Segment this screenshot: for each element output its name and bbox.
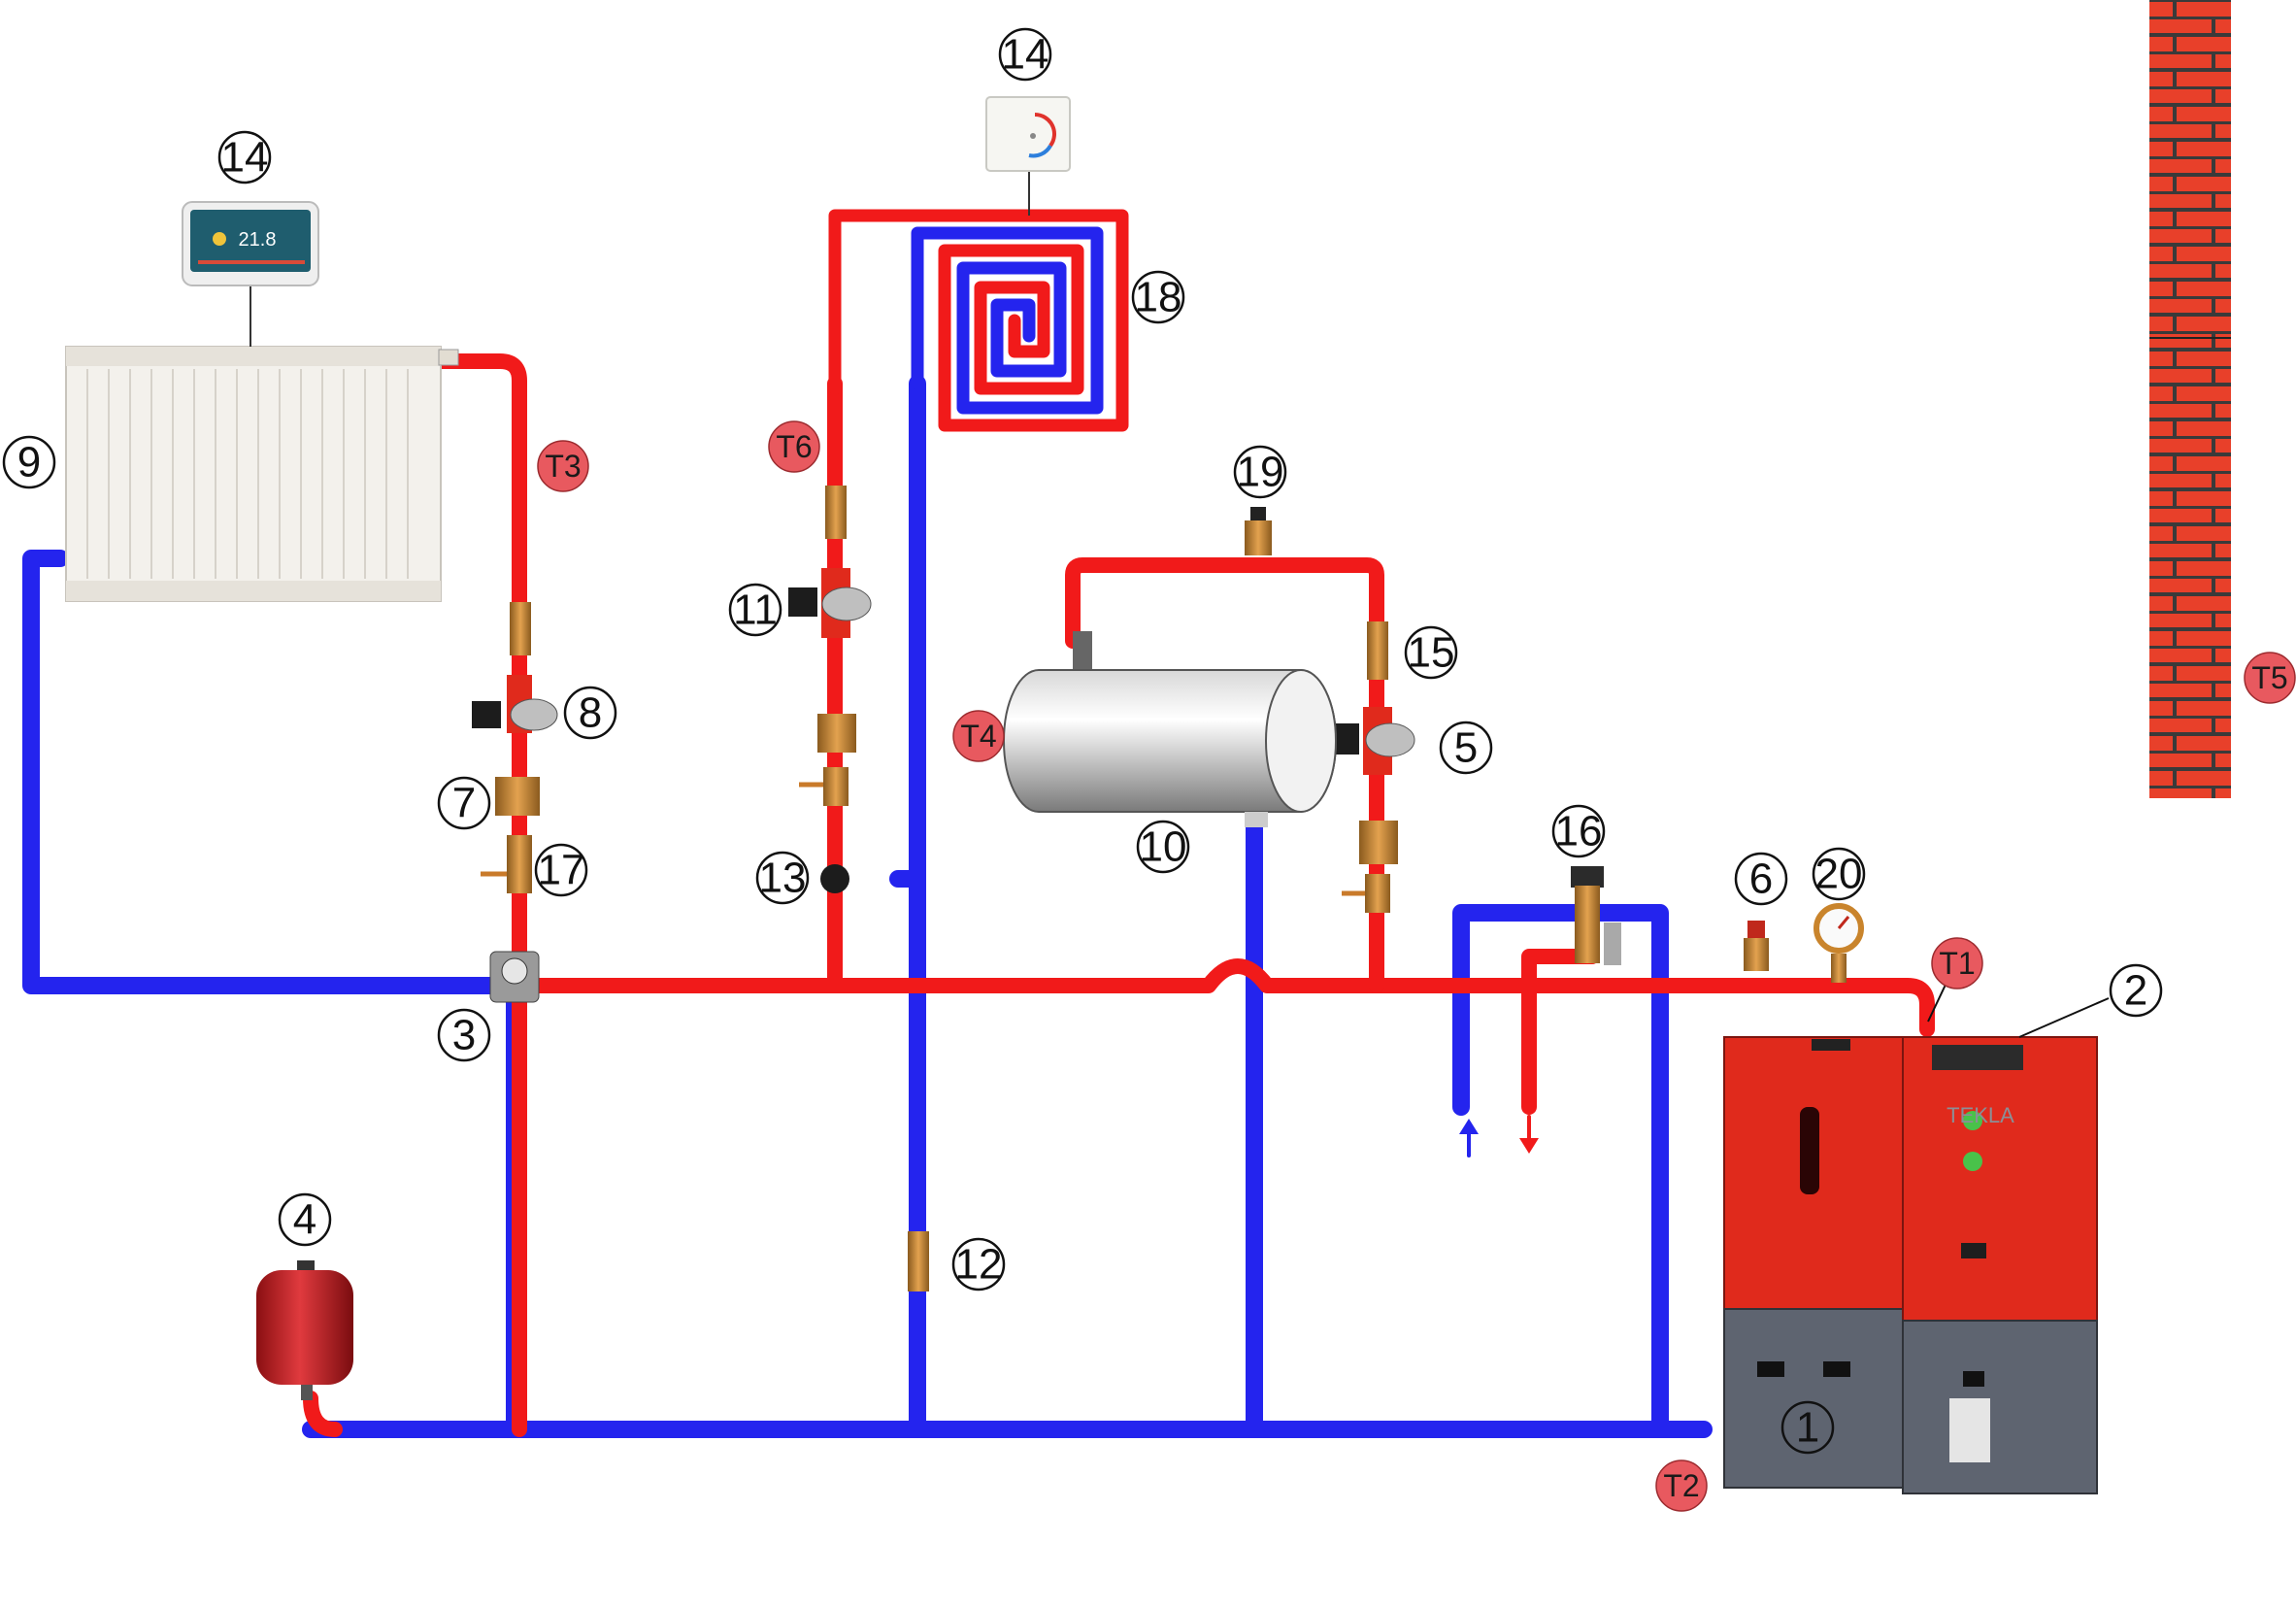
thermostat-reading: 21.8 [239, 229, 277, 251]
svg-text:15: 15 [1408, 629, 1455, 677]
brick-wall-icon [2149, 0, 2231, 798]
svg-text:9: 9 [17, 439, 41, 486]
label-4: 4 [278, 1192, 332, 1247]
label-13: 13 [755, 851, 810, 905]
buffer-tank-icon [1003, 631, 1337, 827]
svg-text:14: 14 [221, 134, 269, 182]
label-7: 7 [437, 776, 491, 830]
pressure-relief-valve-icon [1744, 921, 1769, 971]
svg-text:T2: T2 [1663, 1468, 1699, 1503]
svg-text:19: 19 [1237, 449, 1284, 496]
label-17: 17 [534, 843, 588, 897]
label-2-leader [2018, 997, 2110, 1038]
svg-text:14: 14 [1002, 31, 1049, 79]
svg-text:10: 10 [1140, 823, 1187, 871]
svg-text:3: 3 [452, 1012, 476, 1059]
svg-text:13: 13 [759, 855, 807, 902]
label-6: 6 [1734, 852, 1788, 906]
svg-text:4: 4 [293, 1196, 316, 1244]
svg-text:T5: T5 [2251, 660, 2287, 695]
label-t1-leader [1927, 984, 1947, 1023]
svg-text:11: 11 [733, 587, 778, 634]
label-15: 15 [1404, 625, 1458, 680]
svg-text:8: 8 [579, 689, 602, 737]
boiler-icon: TEKLA [1723, 1036, 2098, 1494]
room-thermostat-analog [985, 96, 1071, 216]
label-11: 11 [728, 583, 782, 637]
boiler-brand: TEKLA [1947, 1103, 2014, 1127]
svg-text:T6: T6 [776, 429, 812, 464]
pump-icon [788, 486, 872, 893]
sensor-t4: T4 [952, 710, 1005, 762]
sensor-t3: T3 [537, 440, 589, 492]
svg-text:16: 16 [1555, 808, 1603, 855]
label-20: 20 [1812, 847, 1866, 901]
label-numbers: 1 2 3 4 5 6 7 8 9 10 11 12 13 14 14 14 1… [2, 27, 2163, 1455]
label-18: 18 [1131, 270, 1185, 324]
svg-text:T4: T4 [960, 719, 996, 754]
dirt-filter-icon [908, 1231, 929, 1291]
svg-text:T1: T1 [1939, 946, 1975, 981]
pipe-network [22, 209, 1935, 1438]
label-2: 2 [2109, 963, 2163, 1018]
sensor-tags: T1 T2 T3 T4 T5 T6 [537, 420, 2296, 1512]
safety-valve-icon [1571, 866, 1621, 965]
svg-text:7: 7 [452, 780, 476, 827]
pressure-gauge-icon [1814, 903, 1864, 983]
floor-return-riser [911, 226, 1104, 415]
svg-text:18: 18 [1135, 274, 1182, 321]
room-thermostat-touch: 21.8 [182, 201, 319, 347]
supply-pipes [303, 353, 1935, 1437]
svg-text:12: 12 [955, 1241, 1003, 1289]
label-9: 9 [2, 435, 56, 489]
sensor-t5: T5 [2244, 652, 2296, 704]
label-5: 5 [1439, 721, 1493, 775]
air-vent-icon [1245, 507, 1272, 555]
label-14b: 14 [998, 27, 1052, 82]
svg-text:2: 2 [2124, 967, 2147, 1015]
svg-text:20: 20 [1815, 851, 1863, 898]
svg-text:T3: T3 [545, 449, 581, 484]
label-10: 10 [1136, 820, 1190, 874]
svg-text:1: 1 [1796, 1404, 1819, 1452]
sensor-t6: T6 [768, 420, 820, 473]
svg-text:6: 6 [1749, 855, 1773, 903]
label-1: 1 [1780, 1400, 1835, 1455]
dhw-arrows [1459, 1115, 1539, 1157]
label-19: 19 [1233, 445, 1287, 499]
label-3: 3 [437, 1008, 491, 1062]
svg-text:5: 5 [1454, 724, 1478, 772]
svg-text:17: 17 [538, 847, 585, 894]
expansion-vessel-icon [256, 1260, 353, 1400]
label-16: 16 [1551, 804, 1606, 858]
label-14a: 14 [217, 130, 272, 184]
radiator-icon [65, 346, 459, 602]
sensor-t1: T1 [1931, 937, 1983, 989]
floor-supply-riser [828, 209, 1129, 432]
mixing-valve-icon [489, 951, 540, 1003]
label-12: 12 [951, 1237, 1006, 1291]
sensor-t2: T2 [1655, 1459, 1708, 1512]
pump-icon [472, 602, 558, 893]
label-8: 8 [563, 686, 617, 740]
